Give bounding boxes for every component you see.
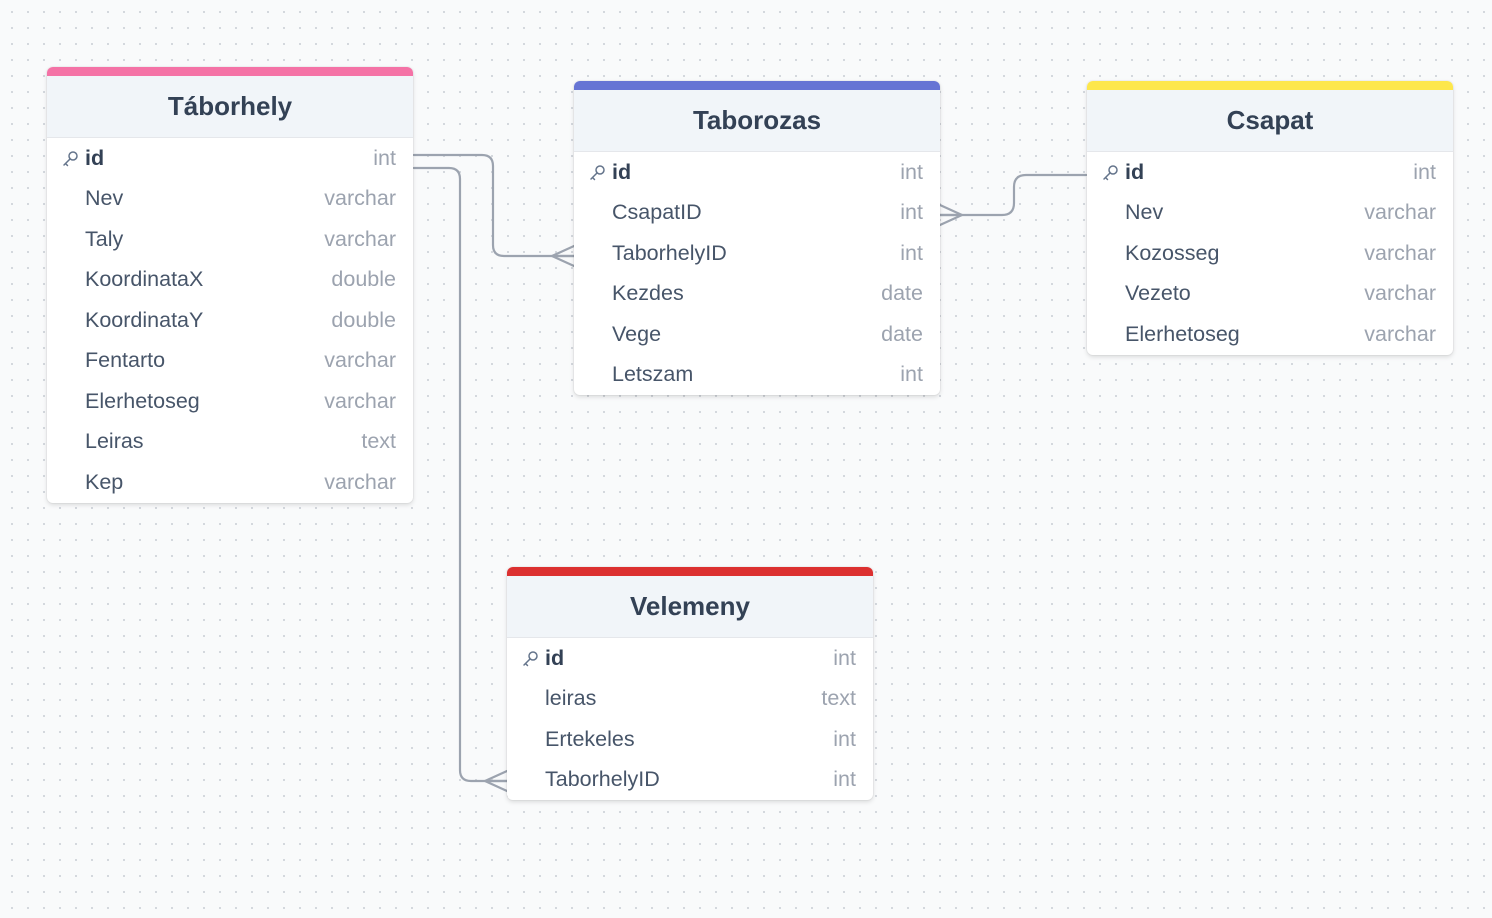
field-type: varchar (1364, 240, 1436, 265)
field-name: Fentarto (85, 348, 166, 373)
table-color-bar (507, 567, 873, 576)
field-type: varchar (324, 388, 396, 413)
field-name: id (612, 159, 632, 184)
field-name: id (1125, 159, 1145, 184)
table-velemeny[interactable]: Velemeny id int leiras text Ertekeles in… (507, 567, 873, 800)
relation-csapat-taborozas[interactable] (938, 173, 1088, 217)
crows-foot-icon (938, 203, 964, 227)
crows-foot-icon (483, 769, 509, 793)
field-name: CsapatID (612, 200, 702, 225)
field-row[interactable]: Ertekeles int (507, 719, 873, 760)
field-type: int (833, 726, 856, 751)
key-icon (522, 648, 542, 668)
key-icon (589, 162, 609, 182)
field-name: id (545, 645, 565, 670)
field-row[interactable]: Elerhetoseg varchar (1087, 314, 1453, 355)
field-type: int (900, 159, 923, 184)
field-row[interactable]: id int (507, 638, 873, 679)
table-color-bar (1087, 81, 1453, 90)
field-type: varchar (324, 186, 396, 211)
field-type: varchar (1364, 321, 1436, 346)
field-row[interactable]: id int (47, 138, 413, 179)
field-type: date (881, 321, 923, 346)
table-taborhely[interactable]: Táborhely id int Nev varchar Taly varcha… (47, 67, 413, 503)
field-name: KoordinataY (85, 307, 204, 332)
field-name: Vezeto (1125, 281, 1191, 306)
field-name: Letszam (612, 362, 694, 387)
crows-foot-icon (550, 244, 576, 268)
field-name: Leiras (85, 429, 144, 454)
field-type: int (900, 240, 923, 265)
field-row[interactable]: Kezdes date (574, 274, 940, 315)
table-title: Velemeny (630, 591, 750, 621)
field-name: KoordinataX (85, 267, 204, 292)
field-row[interactable]: Nev varchar (1087, 193, 1453, 234)
field-row[interactable]: Leiras text (47, 422, 413, 463)
field-name: TaborhelyID (545, 767, 660, 792)
field-type: varchar (1364, 281, 1436, 306)
key-icon (1102, 162, 1122, 182)
field-name: Kep (85, 469, 124, 494)
table-csapat[interactable]: Csapat id int Nev varchar Kozosseg varch… (1087, 81, 1453, 355)
table-title: Táborhely (167, 91, 293, 121)
table-header[interactable]: Taborozas (574, 90, 940, 152)
field-type: double (331, 307, 396, 332)
field-row[interactable]: TaborhelyID int (574, 233, 940, 274)
field-name: leiras (545, 686, 597, 711)
field-type: double (331, 267, 396, 292)
field-type: int (900, 200, 923, 225)
field-name: Elerhetoseg (1125, 321, 1240, 346)
field-row[interactable]: Taly varchar (47, 219, 413, 260)
relation-taborhely-velemeny[interactable] (412, 166, 509, 783)
field-row[interactable]: Kep varchar (47, 462, 413, 503)
field-row[interactable]: leiras text (507, 679, 873, 720)
field-row[interactable]: Letszam int (574, 355, 940, 396)
field-row[interactable]: KoordinataX double (47, 260, 413, 301)
field-name: Elerhetoseg (85, 388, 200, 413)
field-row[interactable]: CsapatID int (574, 193, 940, 234)
field-row[interactable]: id int (1087, 152, 1453, 193)
field-type: int (833, 645, 856, 670)
key-icon (62, 148, 82, 168)
field-row[interactable]: id int (574, 152, 940, 193)
field-type: int (900, 362, 923, 387)
field-type: int (1413, 159, 1436, 184)
field-type: varchar (324, 226, 396, 251)
field-type: text (821, 686, 856, 711)
field-type: varchar (324, 348, 396, 373)
field-name: Vege (612, 321, 662, 346)
field-type: varchar (324, 469, 396, 494)
field-row[interactable]: Nev varchar (47, 179, 413, 220)
field-name: Ertekeles (545, 726, 635, 751)
table-title: Taborozas (692, 105, 822, 135)
relation-taborhely-taborozas[interactable] (412, 153, 576, 258)
field-row[interactable]: Kozosseg varchar (1087, 233, 1453, 274)
field-name: Kozosseg (1125, 240, 1220, 265)
field-row[interactable]: TaborhelyID int (507, 760, 873, 801)
table-color-bar (47, 67, 413, 76)
field-row[interactable]: Vezeto varchar (1087, 274, 1453, 315)
table-taborozas[interactable]: Taborozas id int CsapatID int TaborhelyI… (574, 81, 940, 395)
field-row[interactable]: KoordinataY double (47, 300, 413, 341)
field-type: text (361, 429, 396, 454)
field-name: Nev (1125, 200, 1164, 225)
field-type: int (373, 145, 396, 170)
table-color-bar (574, 81, 940, 90)
field-row[interactable]: Elerhetoseg varchar (47, 381, 413, 422)
field-name: TaborhelyID (612, 240, 727, 265)
table-header[interactable]: Táborhely (47, 76, 413, 138)
field-type: int (833, 767, 856, 792)
field-name: Taly (85, 226, 124, 251)
field-type: date (881, 281, 923, 306)
table-header[interactable]: Csapat (1087, 90, 1453, 152)
table-header[interactable]: Velemeny (507, 576, 873, 638)
field-row[interactable]: Vege date (574, 314, 940, 355)
field-name: Kezdes (612, 281, 684, 306)
field-name: id (85, 145, 105, 170)
field-type: varchar (1364, 200, 1436, 225)
field-name: Nev (85, 186, 124, 211)
table-title: Csapat (1226, 105, 1314, 135)
field-row[interactable]: Fentarto varchar (47, 341, 413, 382)
